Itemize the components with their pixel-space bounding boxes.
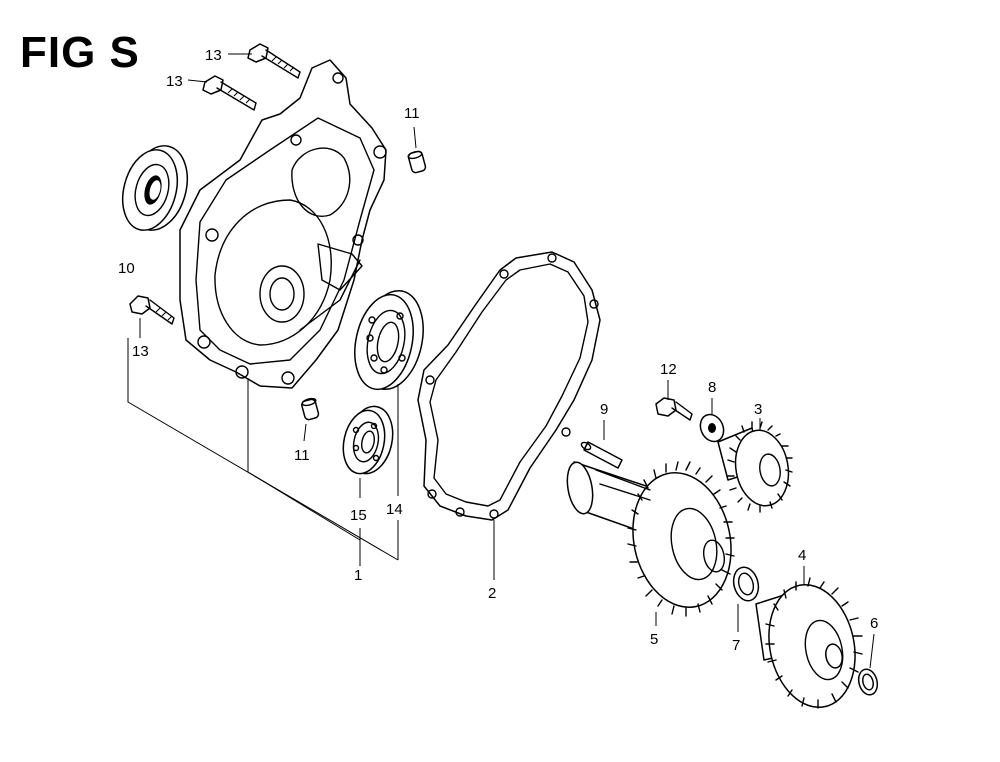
callout-13: 13 — [132, 343, 149, 360]
oil-seal-icon — [121, 145, 188, 231]
dowel-pin-icon — [407, 150, 427, 174]
callout-13: 13 — [205, 47, 222, 64]
bolt-icon — [202, 75, 257, 111]
callout-11: 11 — [294, 447, 310, 464]
dowel-pin-icon — [301, 397, 320, 421]
pin-icon — [580, 441, 623, 469]
callout-3: 3 — [754, 401, 762, 418]
bolt-icon — [129, 295, 175, 325]
callout-4: 4 — [798, 547, 806, 564]
gear-icon — [717, 421, 793, 513]
callout-6: 6 — [870, 615, 878, 632]
gear-shaft-icon — [566, 461, 735, 617]
washer-icon — [699, 413, 725, 443]
bearing-icon — [342, 405, 394, 475]
bearing-icon — [354, 289, 424, 391]
bolt-icon — [247, 43, 301, 79]
callout-14: 14 — [386, 501, 403, 518]
washer-icon — [732, 566, 760, 602]
callout-8: 8 — [708, 379, 716, 396]
callout-10: 10 — [118, 260, 135, 277]
gasket-icon — [417, 251, 601, 521]
case-cover-icon — [179, 59, 387, 389]
callout-13: 13 — [166, 73, 183, 90]
callout-2: 2 — [488, 585, 496, 602]
callout-11: 11 — [404, 105, 420, 122]
callout-5: 5 — [650, 631, 658, 648]
gear-icon — [755, 577, 863, 709]
bolt-icon — [655, 397, 693, 421]
callout-12: 12 — [660, 361, 677, 378]
callout-9: 9 — [600, 401, 608, 418]
washer-icon — [857, 668, 879, 696]
callout-1: 1 — [354, 567, 362, 584]
figure-title: FIG S — [20, 28, 140, 77]
callout-15: 15 — [350, 507, 367, 524]
callout-7: 7 — [732, 637, 740, 654]
